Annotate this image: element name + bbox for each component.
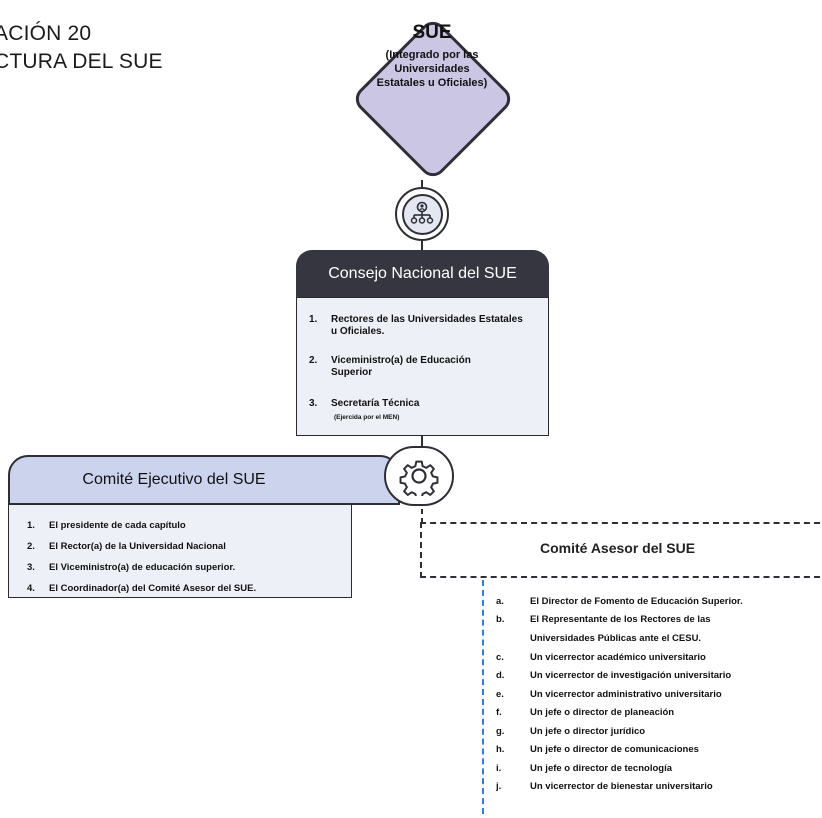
network-circle [395,187,449,241]
gear-icon [395,452,443,500]
item-number: c. [496,652,504,663]
item-number: g. [496,726,505,737]
figure-title-line-2: CTURA DEL SUE [0,50,163,73]
item-text: El Coordinador(a) del Comité Asesor del … [49,583,257,594]
item-number: b. [496,614,505,625]
item-text: Un vicerrector de bienestar universitari… [530,781,713,792]
item-number: 3. [27,562,35,573]
item-note: (Ejercida por el MEN) [334,414,400,421]
item-number: h. [496,744,505,755]
item-text: Un jefe o director de tecnología [530,763,672,774]
item-text: Universidades Públicas ante el CESU. [530,633,702,644]
item-text: Un jefe o director de comunicaciones [530,744,699,755]
item-number: a. [496,596,504,607]
item-text: Viceministro(a) de Educación Superior [331,355,471,378]
item-text: El Representante de los Rectores de las [530,614,711,625]
item-text: Secretaría Técnica [331,398,420,409]
item-number: e. [496,689,504,700]
item-text: Rectores de las Universidades Estatales … [331,314,523,337]
sue-diamond-text: SUE (Integrado por las Universidades Est… [362,22,502,90]
item-number: f. [496,707,502,718]
item-text: El presidente de cada capítulo [49,520,186,531]
item-text: El Viceministro(a) de educación superior… [49,562,236,573]
figure-title-line-1: ACIÓN 20 [0,22,92,45]
ejecutivo-title: Comité Ejecutivo del SUE [82,471,266,488]
network-people-icon [401,193,443,235]
gear-circle [384,446,454,506]
consejo-list: 1. Rectores de las Universidades Estatal… [296,297,549,436]
item-number: 2. [309,355,318,366]
asesor-list: a. El Director de Fomento de Educación Su… [482,580,822,814]
item-number: 1. [27,520,35,531]
item-number: d. [496,670,505,681]
sue-subtitle-line: (Integrado por las [385,49,479,61]
item-text: El Rector(a) de la Universidad Nacional [49,541,226,552]
sue-subtitle: (Integrado por las Universidades Estatal… [362,48,502,90]
item-text: Un jefe o director jurídico [530,726,646,737]
sue-subtitle-line: Universidades [394,63,470,75]
item-number: i. [496,763,502,774]
item-text: Un vicerrector de investigación universi… [530,670,732,681]
sue-subtitle-line: Estatales u Oficiales) [376,77,488,89]
ejecutivo-list: 1. El presidente de cada capítulo 2. El … [8,504,352,598]
item-number: 3. [309,398,318,409]
item-number: 4. [27,583,35,594]
asesor-box [420,522,820,578]
asesor-title: Comité Asesor del SUE [540,540,696,556]
item-text: Un jefe o director de planeación [530,707,675,718]
item-text: El Director de Fomento de Educación Supe… [530,596,743,607]
item-text: Un vicerrector administrativo universita… [530,689,722,700]
sue-diamond [355,21,511,177]
item-number: 2. [27,541,35,552]
sue-title: SUE [412,22,452,43]
item-number: 1. [309,314,318,325]
item-text-wrap: Secretaría Técnica (Ejercida por el MEN) [331,398,531,424]
item-text: Un vicerrector académico universitario [530,652,706,663]
consejo-header: Consejo Nacional del SUE [296,250,549,297]
item-number: j. [496,781,502,792]
ejecutivo-header: Comité Ejecutivo del SUE [8,455,400,505]
